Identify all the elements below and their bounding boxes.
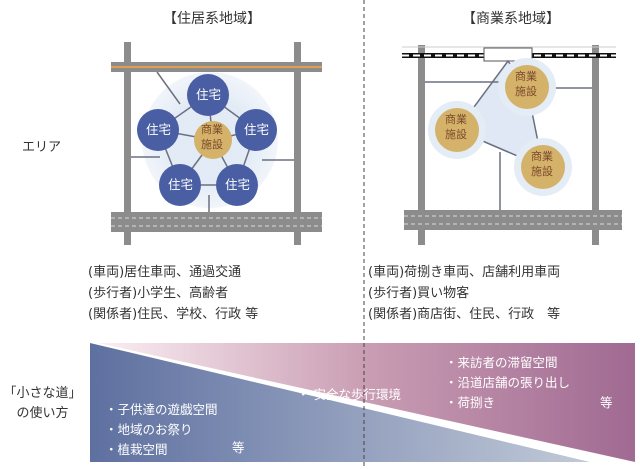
usage-item: ・沿道店舗の張り出し — [445, 375, 571, 390]
usage-item: ・子供達の遊戯空間 — [105, 402, 218, 417]
house-label: 住宅 — [168, 177, 194, 192]
etc-label: 等 — [232, 440, 245, 455]
actor-line: (関係者)住民、学校、行政 等 — [88, 307, 259, 322]
residential-actors: (車両)居住車両、通過交通 (歩行者)小学生、高齢者 (関係者)住民、学校、行政 等 — [88, 262, 258, 325]
commercial-actors: (車両)荷捌き車両、店舗利用車両 (歩行者)買い物客 (関係者)商店街、住民、行政 … — [368, 262, 560, 325]
facility-label: 商業施設 — [445, 113, 467, 141]
usage-row-label: 「小さな道」の使い方 — [3, 386, 82, 421]
usage-item: ・荷捌き — [445, 395, 496, 410]
commercial-usage-band — [98, 343, 635, 462]
commercial-title: 【商業系地域】 — [462, 11, 560, 27]
actor-line: (関係者)商店街、住民、行政 等 — [368, 307, 561, 322]
residential-usage-list: ・子供達の遊戯空間・地域のお祭り・植栽空間 — [105, 400, 218, 460]
residential-title: 【住居系地域】 — [163, 11, 261, 27]
facility-label: 商業施設 — [531, 150, 553, 178]
usage-item: ・来訪者の滞留空間 — [445, 355, 558, 370]
facility-label: 商業施設 — [515, 70, 537, 98]
usage-item: ・植栽空間 — [105, 442, 168, 457]
actor-line: (歩行者)小学生、高齢者 — [88, 286, 229, 301]
area-row-label: エリア — [22, 140, 62, 155]
facility-label: 商業施設 — [201, 123, 223, 151]
house-label: 住宅 — [244, 122, 270, 137]
actor-line: (車両)荷捌き車両、店舗利用車両 — [368, 265, 561, 280]
residential-usage-band — [90, 343, 590, 462]
house-label: 住宅 — [146, 122, 172, 137]
house-label: 住宅 — [196, 87, 222, 102]
actor-line: (車両)居住車両、通過交通 — [88, 265, 242, 280]
residential-map — [111, 42, 322, 245]
actor-line: (歩行者)買い物客 — [368, 286, 470, 301]
house-label: 住宅 — [225, 177, 251, 192]
commercial-map — [402, 45, 622, 245]
etc-label: 等 — [600, 395, 613, 410]
commercial-usage-list: ・来訪者の滞留空間・沿道店舗の張り出し・荷捌き — [445, 353, 570, 413]
usage-center: ・ 安全な歩行環境 — [297, 387, 401, 402]
usage-item: ・地域のお祭り — [105, 422, 193, 437]
